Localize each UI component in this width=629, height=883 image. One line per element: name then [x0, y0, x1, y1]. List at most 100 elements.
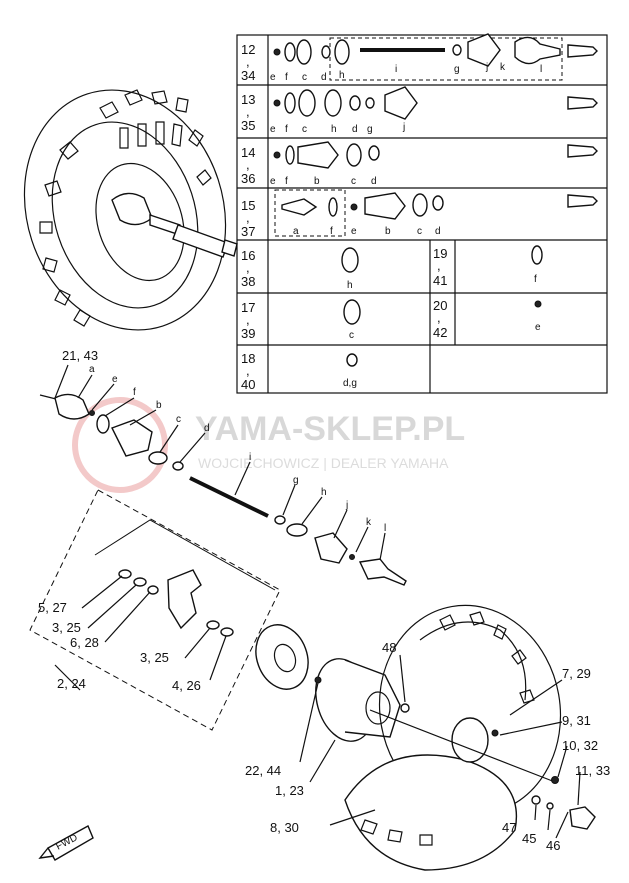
- svg-text:f: f: [285, 124, 288, 135]
- callout-21-43: 21, 43: [62, 348, 98, 363]
- svg-text:47: 47: [502, 820, 516, 835]
- watermark-subtitle: WOJCIECHOWICZ | DEALER YAMAHA: [198, 455, 449, 471]
- svg-text:l: l: [384, 523, 386, 534]
- svg-text:,: ,: [246, 157, 250, 172]
- row1-number: 12: [241, 42, 255, 57]
- svg-text:2, 24: 2, 24: [57, 676, 86, 691]
- svg-text:42: 42: [433, 325, 447, 340]
- svg-text:h: h: [339, 70, 345, 81]
- svg-text:j: j: [402, 122, 405, 133]
- svg-text:16: 16: [241, 248, 255, 263]
- svg-text:e: e: [270, 176, 276, 187]
- svg-text:c: c: [302, 72, 307, 83]
- svg-text:39: 39: [241, 326, 255, 341]
- svg-text:46: 46: [546, 838, 560, 853]
- svg-text:,: ,: [437, 310, 441, 325]
- svg-text:b: b: [385, 226, 391, 237]
- svg-text:e: e: [351, 226, 357, 237]
- svg-text:i: i: [249, 452, 251, 463]
- svg-text:9, 31: 9, 31: [562, 713, 591, 728]
- svg-text:8, 30: 8, 30: [270, 820, 299, 835]
- svg-text:6, 28: 6, 28: [70, 635, 99, 650]
- watermark-title: YAMA-SKLEP.PL: [195, 410, 465, 448]
- svg-text:38: 38: [241, 274, 255, 289]
- svg-text:d: d: [371, 176, 377, 187]
- svg-text:,: ,: [246, 104, 250, 119]
- svg-text:f: f: [133, 387, 136, 398]
- svg-text:35: 35: [241, 118, 255, 133]
- svg-text:h: h: [321, 487, 327, 498]
- svg-text:11, 33: 11, 33: [575, 763, 610, 778]
- watermark: YAMA-SKLEP.PL WOJCIECHOWICZ | DEALER YAM…: [72, 397, 465, 493]
- svg-text:c: c: [417, 226, 422, 237]
- svg-text:g: g: [293, 475, 299, 486]
- svg-text:f: f: [534, 274, 537, 285]
- fwd-arrow-icon: FWD: [38, 825, 94, 861]
- svg-text:37: 37: [241, 224, 255, 239]
- svg-text:b: b: [156, 400, 162, 411]
- svg-text:13: 13: [241, 92, 255, 107]
- svg-text:j: j: [345, 500, 348, 511]
- svg-text:i: i: [395, 64, 397, 75]
- svg-text:,: ,: [246, 210, 250, 225]
- svg-text:,: ,: [437, 258, 441, 273]
- svg-text:15: 15: [241, 198, 255, 213]
- svg-text:c: c: [349, 330, 354, 341]
- svg-text:c: c: [176, 414, 181, 425]
- svg-text:14: 14: [241, 145, 255, 160]
- top-left-tire: [23, 89, 238, 331]
- svg-text:17: 17: [241, 300, 255, 315]
- bottom-right-tire: 48 7, 29 9, 31 10, 32 11, 33 47 45 46 8,…: [270, 604, 610, 871]
- svg-text:18: 18: [241, 351, 255, 366]
- svg-text:20: 20: [433, 298, 447, 313]
- svg-text:10, 32: 10, 32: [562, 738, 598, 753]
- svg-text:c: c: [351, 176, 356, 187]
- svg-text:,: ,: [246, 260, 250, 275]
- svg-text:e: e: [112, 374, 118, 385]
- shaft-assembly: 21, 43 a e f b c d i g h j k l: [39, 348, 407, 586]
- svg-text:f: f: [285, 176, 288, 187]
- svg-text:f: f: [285, 72, 288, 83]
- svg-text:e: e: [535, 322, 541, 333]
- svg-text:36: 36: [241, 171, 255, 186]
- svg-text:g: g: [367, 124, 373, 135]
- svg-text:k: k: [500, 62, 506, 73]
- brake-disc: [255, 624, 309, 690]
- wheel-hub: 22, 44 1, 23: [245, 658, 401, 798]
- svg-text:5, 27: 5, 27: [38, 600, 67, 615]
- svg-text:e: e: [270, 72, 276, 83]
- row1-number-alt: 34: [241, 68, 255, 83]
- knuckle-group: 5, 27 3, 25 6, 28 3, 25 4, 26 2, 24: [29, 489, 281, 731]
- svg-text:41: 41: [433, 273, 447, 288]
- svg-text:1, 23: 1, 23: [275, 783, 304, 798]
- svg-text:19: 19: [433, 246, 447, 261]
- svg-text:d: d: [435, 226, 441, 237]
- svg-text:,: ,: [246, 363, 250, 378]
- svg-text:40: 40: [241, 377, 255, 392]
- svg-text:7, 29: 7, 29: [562, 666, 591, 681]
- svg-text:l: l: [540, 64, 542, 75]
- svg-text:a: a: [293, 226, 299, 237]
- svg-text:d: d: [321, 72, 327, 83]
- svg-text:,: ,: [246, 312, 250, 327]
- svg-text:22, 44: 22, 44: [245, 763, 281, 778]
- svg-text:d: d: [204, 423, 210, 434]
- svg-text:b: b: [314, 176, 320, 187]
- svg-text:3, 25: 3, 25: [52, 620, 81, 635]
- svg-text:,: ,: [246, 54, 250, 69]
- svg-text:d,g: d,g: [343, 378, 357, 389]
- svg-text:3, 25: 3, 25: [140, 650, 169, 665]
- svg-text:d: d: [352, 124, 358, 135]
- svg-text:a: a: [89, 364, 95, 375]
- svg-text:e: e: [270, 124, 276, 135]
- svg-text:k: k: [366, 517, 372, 528]
- svg-text:f: f: [330, 226, 333, 237]
- svg-text:h: h: [331, 124, 337, 135]
- svg-text:c: c: [302, 124, 307, 135]
- svg-text:48: 48: [382, 640, 396, 655]
- kit-table: 12 , 34 e f c d h i g k j l 13 , 35: [236, 33, 608, 394]
- svg-text:g: g: [454, 64, 460, 75]
- svg-text:4, 26: 4, 26: [172, 678, 201, 693]
- svg-text:h: h: [347, 280, 353, 291]
